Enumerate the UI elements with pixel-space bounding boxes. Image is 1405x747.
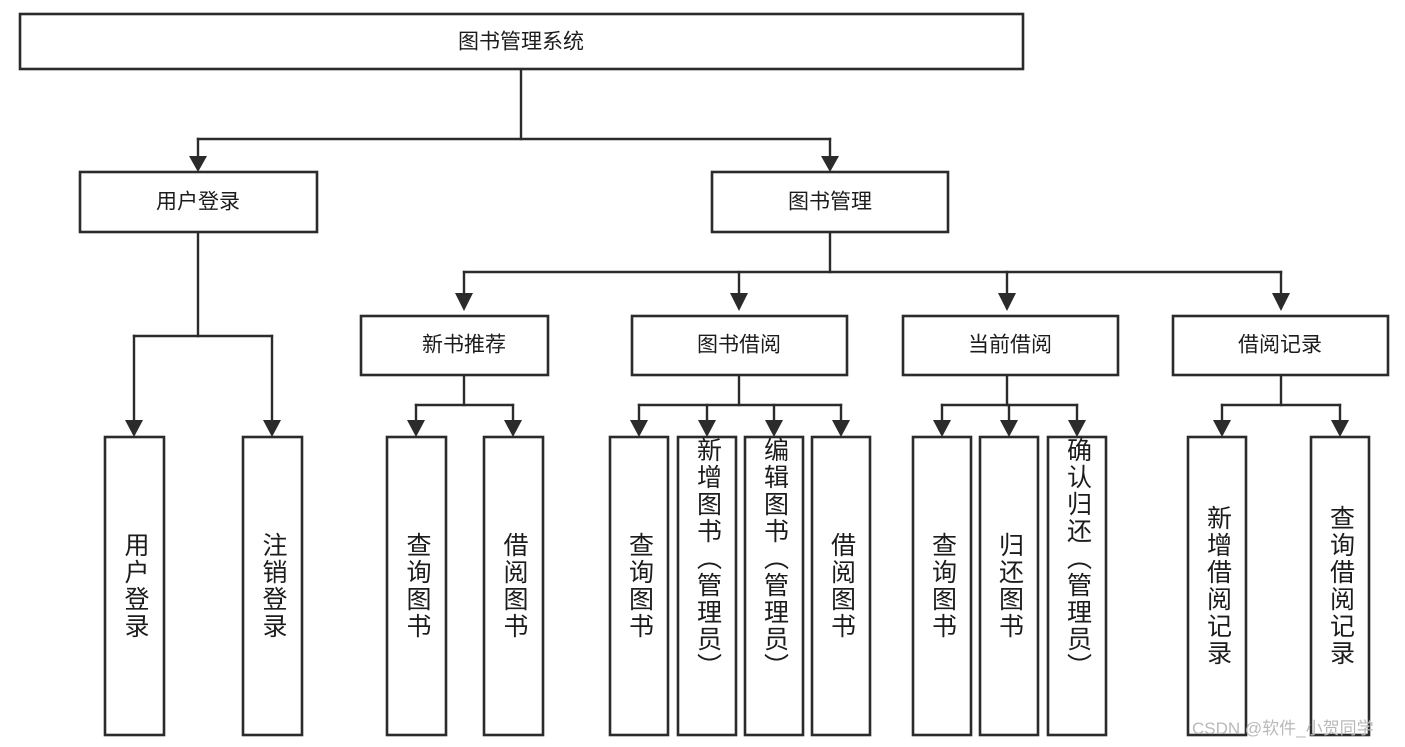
leaf-box-nb-borrow-book[interactable]: [482, 435, 545, 737]
node-book-management[interactable]: 图书管理: [710, 170, 950, 234]
connectors-borrow-records-to-leaves: [1213, 373, 1349, 437]
leaf-boxes-user-login: [103, 435, 304, 737]
leaf-boxes-book-borrow: [608, 435, 872, 737]
leaf-boxes-new-book-recommend: [385, 435, 545, 737]
connectors-user-login-to-leaves: [125, 230, 281, 437]
arrow-leaf-user-login: [125, 420, 143, 437]
node-current-borrow-label: 当前借阅: [968, 334, 1052, 357]
arrow-cb-leaf-3: [1068, 420, 1086, 437]
arrow-nb-leaf-1: [407, 420, 425, 437]
leaf-boxes-borrow-records: [1186, 435, 1371, 737]
node-borrow-records-label: 借阅记录: [1238, 334, 1322, 357]
node-root[interactable]: 图书管理系统: [18, 12, 1025, 71]
leaf-box-bb-edit-book[interactable]: [743, 435, 805, 737]
leaf-box-br-query-record[interactable]: [1309, 435, 1371, 737]
node-user-login-label: 用户登录: [156, 191, 240, 214]
connectors-root-to-level2: [189, 67, 839, 172]
arrow-cb-leaf-1: [933, 420, 951, 437]
arrow-bb-leaf-2: [698, 420, 716, 437]
arrow-cb-leaf-2: [1000, 420, 1018, 437]
arrow-new-book: [455, 293, 473, 311]
arrow-br-leaf-2: [1331, 420, 1349, 437]
connectors-new-book-to-leaves: [407, 373, 522, 437]
leaf-box-bb-query-book[interactable]: [608, 435, 670, 737]
csdn-watermark: CSDN @软件_小贺同学: [1192, 719, 1374, 738]
node-user-login-box[interactable]: [78, 170, 319, 234]
node-book-management-label: 图书管理: [788, 191, 872, 214]
arrow-current-borrow: [998, 293, 1016, 311]
leaf-box-cb-confirm-return[interactable]: [1046, 435, 1108, 737]
connectors-book-borrow-to-leaves: [630, 373, 850, 437]
leaf-boxes-current-borrow: [911, 435, 1108, 737]
arrow-book-mgmt: [821, 156, 839, 172]
leaf-box-cb-query-book[interactable]: [911, 435, 973, 737]
arrow-leaf-logout: [263, 420, 281, 437]
arrow-nb-leaf-2: [504, 420, 522, 437]
arrow-bb-leaf-1: [630, 420, 648, 437]
node-borrow-records-box[interactable]: [1171, 314, 1390, 377]
node-new-book-recommend[interactable]: 新书推荐: [359, 314, 550, 377]
node-book-borrow-box[interactable]: [630, 314, 849, 377]
node-book-borrow[interactable]: 图书借阅: [630, 314, 849, 377]
leaf-box-cb-return-book[interactable]: [978, 435, 1040, 737]
arrow-br-leaf-1: [1213, 420, 1231, 437]
arrow-user-login: [189, 156, 207, 172]
arrow-bb-leaf-3: [765, 420, 783, 437]
leaf-box-user-login[interactable]: [103, 435, 166, 737]
leaf-box-bb-borrow-book[interactable]: [810, 435, 872, 737]
leaf-box-br-add-record[interactable]: [1186, 435, 1248, 737]
arrow-bb-leaf-4: [832, 420, 850, 437]
node-root-label: 图书管理系统: [458, 31, 584, 54]
node-new-book-recommend-label: 新书推荐: [422, 334, 506, 357]
node-current-borrow-box[interactable]: [901, 314, 1120, 377]
leaf-box-nb-query-book[interactable]: [385, 435, 448, 737]
node-book-borrow-label: 图书借阅: [697, 334, 781, 357]
connectors-current-borrow-to-leaves: [933, 373, 1086, 437]
node-current-borrow[interactable]: 当前借阅: [901, 314, 1120, 377]
leaf-box-bb-add-book[interactable]: [676, 435, 738, 737]
node-book-management-box[interactable]: [710, 170, 950, 234]
node-new-book-recommend-box[interactable]: [359, 314, 550, 377]
leaf-box-logout[interactable]: [241, 435, 304, 737]
arrow-borrow-records: [1272, 293, 1290, 311]
connectors-book-mgmt-to-level3: [455, 230, 1290, 311]
node-user-login[interactable]: 用户登录: [78, 170, 319, 234]
arrow-book-borrow: [730, 293, 748, 311]
node-root-box[interactable]: [18, 12, 1025, 71]
node-borrow-records[interactable]: 借阅记录: [1171, 314, 1390, 377]
